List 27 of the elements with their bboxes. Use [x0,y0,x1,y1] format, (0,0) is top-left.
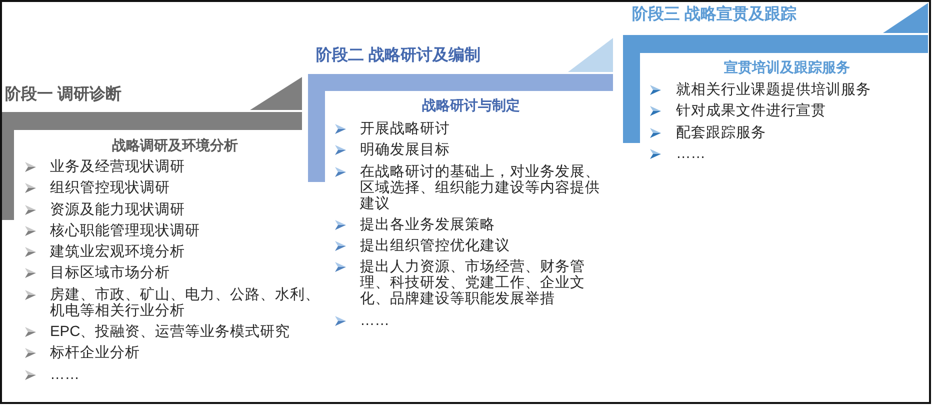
list-item: 业务及经营现状调研 [50,159,186,175]
stage-heading: 阶段三 战略宣贯及跟踪 [632,5,796,25]
stage-heading: 阶段一 调研诊断 [5,85,122,105]
list-item: 标杆企业分析 [50,345,141,362]
list-item: 资源及能力现状调研 [50,202,186,218]
section-heading: 战略研讨与制定 [422,97,520,113]
list-item: 在战略研讨的基础上，对业务发展、区域选择、组织能力建设等内容提供建议 [360,164,601,212]
list-item: …… [676,146,706,162]
list-item: 明确发展目标 [360,142,451,158]
list-item: 配套跟踪服务 [676,124,767,141]
list-item: 针对成果文件进行宣贯 [676,103,827,120]
list-item: …… [50,366,80,383]
list-item: 开展战略研讨 [360,121,451,137]
list-item: 建筑业宏观环境分析 [50,244,186,260]
section-heading: 战略调研及环境分析 [112,137,238,153]
list-item: 目标区域市场分析 [50,265,171,282]
list-item: EPC、投融资、运营等业务模式研究 [50,324,292,340]
list-item: 房建、市政、矿山、电力、公路、水利、机电等相关行业分析 [50,286,321,319]
list-item: 提出人力资源、市场经营、财务管理、科技研发、党建工作、企业文化、品牌建设等职能发展举措 [360,259,586,308]
section-heading: 宣贯培训及跟踪服务 [724,59,850,75]
list-item: …… [360,312,390,329]
list-item: 组织管控现状调研 [50,180,171,196]
stage-heading: 阶段二 战略研讨及编制 [316,46,480,66]
list-item: 提出组织管控优化建议 [360,238,511,254]
list-item: 核心职能管理现状调研 [50,222,201,239]
list-item: 提出各业务发展策略 [360,216,496,233]
list-item: 就相关行业课题提供培训服务 [676,82,872,98]
